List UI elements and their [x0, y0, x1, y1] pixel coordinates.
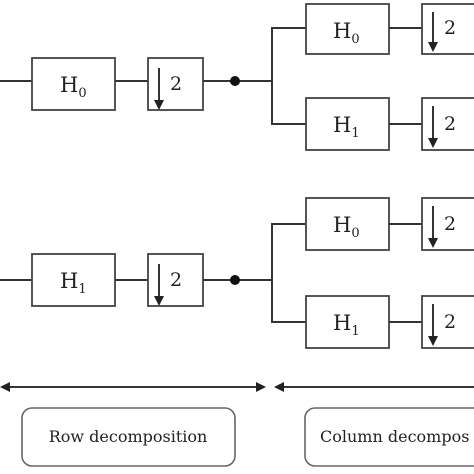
col-filter-bottom-h0: H0 — [305, 197, 390, 251]
col-downsample-1-label: 2 — [444, 17, 456, 39]
row-filter-h1: H1 — [31, 253, 116, 307]
column-caption: Column decompos — [304, 407, 474, 467]
junction-dot-top — [230, 76, 240, 86]
down-arrow-head-icon — [154, 296, 164, 306]
arrow-right-icon — [256, 382, 266, 392]
col-filter-top-h1: H1 — [305, 97, 390, 151]
arrow-left-icon — [274, 382, 284, 392]
svg-text:H1: H1 — [60, 269, 87, 297]
svg-text:H1: H1 — [333, 311, 360, 339]
row-filter-h0: H0 — [31, 57, 116, 111]
row-filter-h1-base: H — [60, 269, 78, 293]
svg-text:H0: H0 — [333, 213, 360, 241]
col-filter-top-h1-sub: 1 — [351, 126, 359, 141]
row-downsample-bottom: 2 — [147, 253, 204, 307]
row-downsample-top: 2 — [147, 57, 204, 111]
row-caption: Row decomposition — [21, 407, 236, 467]
col-filter-top-h0-sub: 0 — [351, 32, 359, 47]
col-filter-top-h0-base: H — [333, 19, 351, 43]
row-filter-h1-sub: 1 — [78, 282, 86, 297]
row-filter-h0-sub: 0 — [78, 86, 86, 101]
col-downsample-2-label: 2 — [444, 113, 456, 135]
down-arrow-head-icon — [428, 42, 438, 52]
column-caption-label: Column decompos — [320, 427, 469, 446]
down-arrow-head-icon — [428, 336, 438, 346]
col-filter-top-h0: H0 — [305, 3, 390, 55]
down-arrow-head-icon — [428, 238, 438, 248]
col-downsample-2: 2 — [421, 97, 474, 151]
col-filter-bottom-h1: H1 — [305, 295, 390, 349]
col-downsample-3-label: 2 — [444, 213, 456, 235]
svg-text:H1: H1 — [333, 113, 360, 141]
split-branch-bottom — [271, 223, 306, 323]
col-filter-bottom-h1-sub: 1 — [351, 324, 359, 339]
junction-dot-bottom — [230, 275, 240, 285]
col-downsample-4: 2 — [421, 295, 474, 349]
col-downsample-1: 2 — [421, 3, 474, 55]
row-caption-label: Row decomposition — [49, 427, 208, 446]
arrow-left-icon — [0, 382, 10, 392]
col-downsample-4-label: 2 — [444, 311, 456, 333]
col-filter-bottom-h0-sub: 0 — [351, 226, 359, 241]
down-arrow-head-icon — [154, 100, 164, 110]
col-filter-bottom-h1-base: H — [333, 311, 351, 335]
down-arrow-head-icon — [428, 138, 438, 148]
split-branch-top — [271, 27, 306, 125]
col-filter-top-h1-base: H — [333, 113, 351, 137]
col-filter-bottom-h0-base: H — [333, 213, 351, 237]
column-range-arrow — [274, 382, 474, 392]
row-downsample-bottom-label: 2 — [170, 269, 182, 291]
row-range-arrow — [0, 382, 266, 392]
svg-text:H0: H0 — [60, 73, 87, 101]
row-filter-h0-base: H — [60, 73, 78, 97]
svg-text:H0: H0 — [333, 19, 360, 47]
row-downsample-top-label: 2 — [170, 73, 182, 95]
col-downsample-3: 2 — [421, 197, 474, 251]
